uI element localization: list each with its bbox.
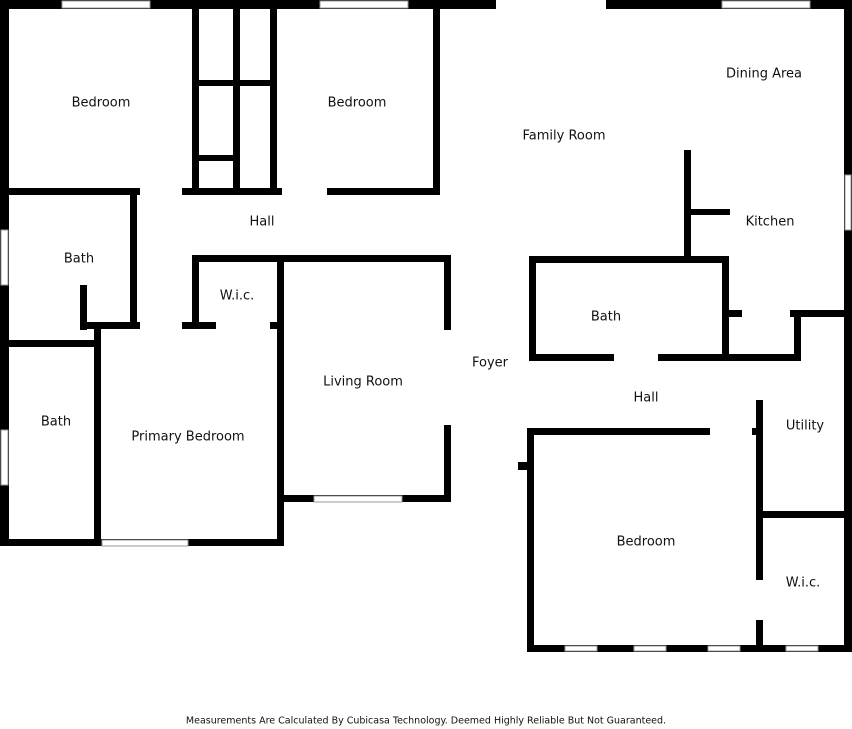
room-label-bedroom: Bedroom	[616, 534, 676, 550]
room-label-dining-area: Dining Area	[725, 66, 803, 82]
room-label-kitchen: Kitchen	[745, 214, 795, 230]
room-label-hall: Hall	[249, 214, 275, 230]
room-label-bath: Bath	[63, 251, 95, 267]
room-label-bath: Bath	[40, 414, 72, 430]
room-label-living-room: Living Room	[323, 374, 403, 390]
room-label-primary-bedroom: Primary Bedroom	[131, 429, 245, 445]
room-label-bedroom: Bedroom	[71, 95, 131, 111]
room-label-bath: Bath	[590, 309, 622, 325]
disclaimer-footer: Measurements Are Calculated By Cubicasa …	[185, 715, 667, 727]
room-label-wic: W.i.c.	[219, 288, 255, 304]
room-label-hall: Hall	[633, 390, 659, 406]
room-label-foyer: Foyer	[471, 355, 509, 371]
room-label-wic: W.i.c.	[785, 575, 821, 591]
room-label-bedroom: Bedroom	[327, 95, 387, 111]
room-label-utility: Utility	[785, 418, 825, 434]
room-label-family-room: Family Room	[522, 128, 606, 144]
